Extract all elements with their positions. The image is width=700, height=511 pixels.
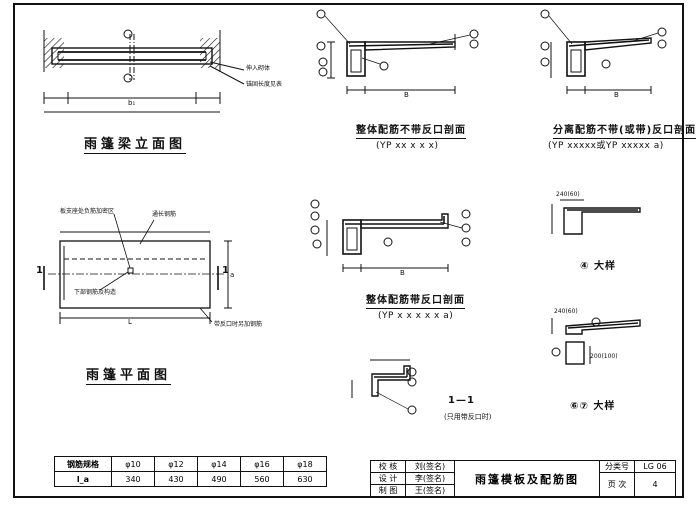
section-2-title: 分离配筋不带(或带)反口剖面	[553, 126, 697, 139]
rebar-table: 钢筋规格 φ10 φ12 φ14 φ16 φ18 l_a 340 430 490…	[54, 456, 327, 487]
title-block: 校 核 刘(签名) 雨篷模板及配筋图 分类号 LG 06 设 计 李(签名) 页…	[370, 460, 676, 497]
rebar-la-value: 490	[197, 471, 241, 487]
plan-title: 雨篷平面图	[86, 368, 172, 385]
tb-drawing-title: 雨篷模板及配筋图	[454, 460, 600, 497]
tb-page-label: 页 次	[599, 472, 635, 497]
rebar-la-value: 340	[111, 471, 155, 487]
elevation-title: 雨篷梁立面图	[84, 137, 187, 154]
section-1-1-title: 1—1	[448, 395, 475, 406]
detail-6-7-title: ⑥⑦ 大样	[570, 401, 616, 412]
tb-name: 王(签名)	[405, 484, 455, 497]
section-mark-right: 1	[222, 265, 230, 276]
rebar-spec: φ10	[111, 456, 155, 472]
tb-role: 制 图	[370, 484, 406, 497]
dim-200: 200(100)	[590, 353, 618, 360]
tb-name: 李(签名)	[405, 472, 455, 485]
rebar-spec: φ14	[197, 456, 241, 472]
rebar-header: 钢筋规格	[54, 456, 112, 472]
rebar-la-label: l_a	[54, 471, 112, 487]
rebar-la-value: 630	[283, 471, 327, 487]
dim-240: 240(60)	[556, 191, 580, 198]
dim-B-2: B	[614, 91, 619, 99]
tb-role: 校 核	[370, 460, 406, 473]
plan-note-4: 带反口时另加钢筋	[214, 321, 263, 328]
detail-4	[551, 199, 641, 235]
section-1	[316, 9, 479, 94]
rebar-spec: φ18	[283, 456, 327, 472]
rebar-spec: φ16	[240, 456, 284, 472]
dim-a: a	[230, 271, 235, 279]
dim-240-b: 240(60)	[554, 308, 578, 315]
section-1-code: (YP xx x x x)	[376, 141, 439, 151]
tb-name: 刘(签名)	[405, 460, 455, 473]
note-rebar-end: 锚固长度见表	[246, 81, 283, 88]
dim-B-3: B	[400, 269, 405, 277]
tb-set-value: LG 06	[634, 460, 676, 473]
section-1-1	[351, 359, 417, 415]
sheet-border	[13, 3, 684, 498]
section-3	[310, 199, 471, 272]
tb-set-label: 分类号	[599, 460, 635, 473]
detail-6-7	[551, 317, 641, 365]
detail-4-title: ④ 大样	[580, 261, 616, 272]
tb-page-value: 4	[634, 472, 676, 497]
section-1-title: 整体配筋不带反口剖面	[356, 126, 466, 139]
rebar-la-value: 430	[154, 471, 198, 487]
section-2	[540, 9, 667, 94]
tb-role: 设 计	[370, 472, 406, 485]
plan-view	[43, 213, 232, 324]
section-3-code: (YP x x x x x a)	[378, 311, 454, 321]
section-3-title: 整体配筋带反口剖面	[366, 296, 465, 309]
rebar-spec: φ12	[154, 456, 198, 472]
plan-note-3: 下部钢筋及构造	[74, 289, 117, 296]
section-1-1-code: (只用带反口时)	[444, 413, 492, 421]
rebar-la-value: 560	[240, 471, 284, 487]
section-2-code: (YP xxxxx或YP xxxxx a)	[548, 141, 664, 151]
elevation-view	[43, 29, 245, 113]
note-rebar-wall: 伸入砌体	[246, 65, 271, 72]
dim-b1: b₁	[128, 99, 136, 107]
plan-note-1: 板支座处负筋加密区	[60, 208, 115, 215]
plan-note-2: 通长钢筋	[152, 211, 177, 218]
dim-L: L	[128, 318, 132, 326]
section-mark-left: 1	[36, 265, 44, 276]
dim-B-1: B	[404, 91, 409, 99]
